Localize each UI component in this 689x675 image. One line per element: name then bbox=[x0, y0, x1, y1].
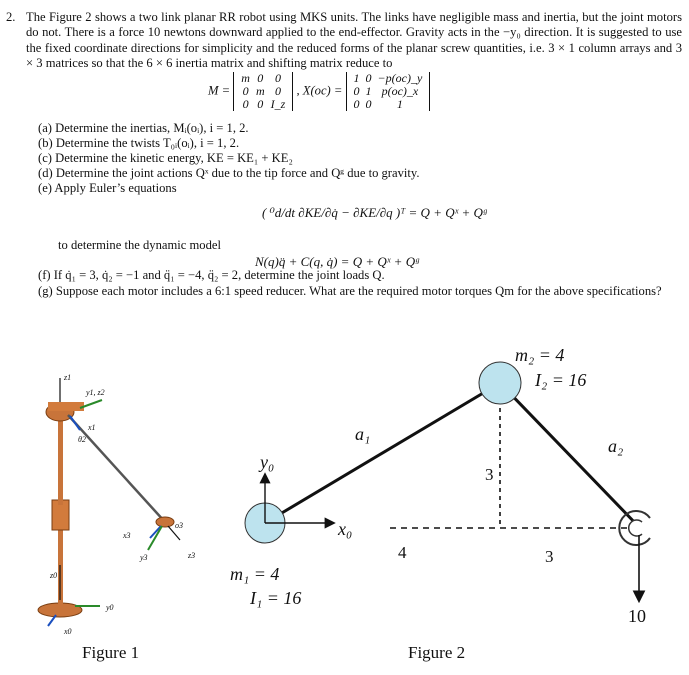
label-z3: z3 bbox=[187, 551, 195, 560]
shifting-matrix-cell: p(oc)_x bbox=[381, 84, 419, 98]
m-label: M = bbox=[208, 83, 231, 98]
shifting-matrix-cell: 0 bbox=[353, 84, 360, 98]
y1-axis bbox=[79, 399, 103, 409]
gripper-inner bbox=[627, 519, 643, 537]
gripper-outer bbox=[618, 510, 651, 546]
upper-post bbox=[58, 410, 63, 505]
shifting-matrix-cell: 1 bbox=[396, 97, 403, 111]
I1-label: I₁ = 16 bbox=[249, 588, 301, 608]
label-y0: y0 bbox=[105, 603, 114, 612]
dynamic-equation: N(q)q̈ + C(q, q̇) = Q + Qˣ + Qᵍ bbox=[255, 254, 419, 269]
problem-number: 2. bbox=[6, 10, 16, 24]
m1-label: m₁ = 4 bbox=[230, 564, 279, 584]
part-c: (c) Determine the kinetic energy, KE = K… bbox=[38, 151, 293, 165]
label-y1-z2: y1, z2 bbox=[85, 388, 105, 397]
shifting-matrix-cell: 0 bbox=[365, 97, 372, 111]
force-label: 10 bbox=[628, 606, 646, 626]
label-y3: y3 bbox=[139, 553, 148, 562]
end-effector bbox=[155, 516, 175, 528]
link-2 bbox=[67, 414, 166, 523]
a1-label: a₁ bbox=[355, 424, 370, 444]
part-e: (e) Apply Euler’s equations bbox=[38, 181, 177, 195]
label-x3: x3 bbox=[122, 531, 131, 540]
inertia-matrix-cell: I_z bbox=[270, 97, 286, 111]
label-x0: x0 bbox=[63, 627, 72, 636]
shifting-matrix-cell: 0 bbox=[353, 97, 360, 111]
x3-axis bbox=[149, 525, 162, 539]
inertia-matrix-cell: 0 bbox=[274, 71, 281, 85]
joint-2-circle bbox=[478, 361, 522, 405]
m2-label: m₂ = 4 bbox=[515, 345, 564, 365]
label-theta2: θ2 bbox=[78, 435, 86, 444]
x0-axis bbox=[47, 614, 57, 627]
label-z1: z1 bbox=[63, 373, 71, 382]
parts-list: (a) Determine the inertias, Mᵢ(oᵢ), i = … bbox=[38, 121, 420, 196]
inertia-matrix-cell: m bbox=[255, 84, 265, 98]
y3-axis bbox=[147, 525, 163, 551]
label-o3: o3 bbox=[175, 521, 183, 530]
I2-label: I₂ = 16 bbox=[534, 370, 586, 390]
dim-4-label: 4 bbox=[398, 543, 407, 562]
shifting-matrix-cell: 0 bbox=[365, 71, 372, 85]
part-g: (g) Suppose each motor includes a 6:1 sp… bbox=[38, 284, 662, 298]
figure-2-caption: Figure 2 bbox=[408, 643, 466, 662]
link-a1 bbox=[264, 381, 501, 525]
problem-intro: 2. The Figure 2 shows a two link planar … bbox=[6, 10, 682, 72]
a2-label: a₂ bbox=[608, 436, 623, 456]
base-post bbox=[58, 510, 63, 610]
inertia-matrix-cell: m bbox=[241, 71, 250, 85]
shifting-matrix-cell: 1 bbox=[353, 71, 360, 85]
inertia-matrix-cell: 0 bbox=[242, 84, 249, 98]
x0-label: x₀ bbox=[337, 519, 352, 539]
part-d: (d) Determine the joint actions Qˣ due t… bbox=[38, 166, 420, 180]
part-b: (b) Determine the twists T₀ᵢ(oᵢ), i = 1,… bbox=[38, 136, 240, 150]
dim-3-vertical-label: 3 bbox=[485, 465, 494, 484]
inertia-matrix-cell: 0 bbox=[274, 84, 281, 98]
figure-2-diagram: m₂ = 4 I₂ = 16 a₁ a₂ y₀ x₀ 4 3 3 m₁ = 4 … bbox=[230, 345, 651, 626]
x1-axis bbox=[69, 415, 81, 431]
shifting-matrix-cell: 1 bbox=[365, 84, 372, 98]
inertia-matrix-cell: 0 bbox=[257, 97, 264, 111]
euler-equation: ( ⁰d/dt ∂KE/∂q̇ − ∂KE/∂q )ᵀ = Q + Qˣ + Q… bbox=[262, 205, 487, 220]
x-label: , X(oc) = bbox=[296, 83, 343, 98]
dim-3-horizontal-label: 3 bbox=[545, 547, 554, 566]
joint-1-cylinder bbox=[48, 402, 84, 411]
inertia-matrix-cell: 0 bbox=[257, 71, 264, 85]
figure-1-caption: Figure 1 bbox=[82, 643, 140, 662]
inertia-matrix-cell: 0 bbox=[242, 97, 249, 111]
part-f: (f) If q̇₁ = 3, q̇₂ = −1 and q̈₁ = −4, q… bbox=[38, 268, 385, 282]
part-a: (a) Determine the inertias, Mᵢ(oᵢ), i = … bbox=[38, 121, 249, 135]
dynamic-text: to determine the dynamic model bbox=[58, 238, 221, 252]
z3-axis bbox=[167, 525, 181, 541]
figure-1-diagram: z1 y1, z2 x1 θ2 x3 y3 o3 z3 z0 y0 x0 bbox=[37, 373, 195, 636]
label-z0: z0 bbox=[49, 571, 57, 580]
shifting-matrix-cell: −p(oc)_y bbox=[377, 71, 423, 85]
label-x1: x1 bbox=[87, 423, 96, 432]
link-a2 bbox=[498, 381, 642, 530]
problem-intro-text: The Figure 2 shows a two link planar RR … bbox=[26, 10, 682, 71]
y0-label: y₀ bbox=[258, 452, 274, 472]
